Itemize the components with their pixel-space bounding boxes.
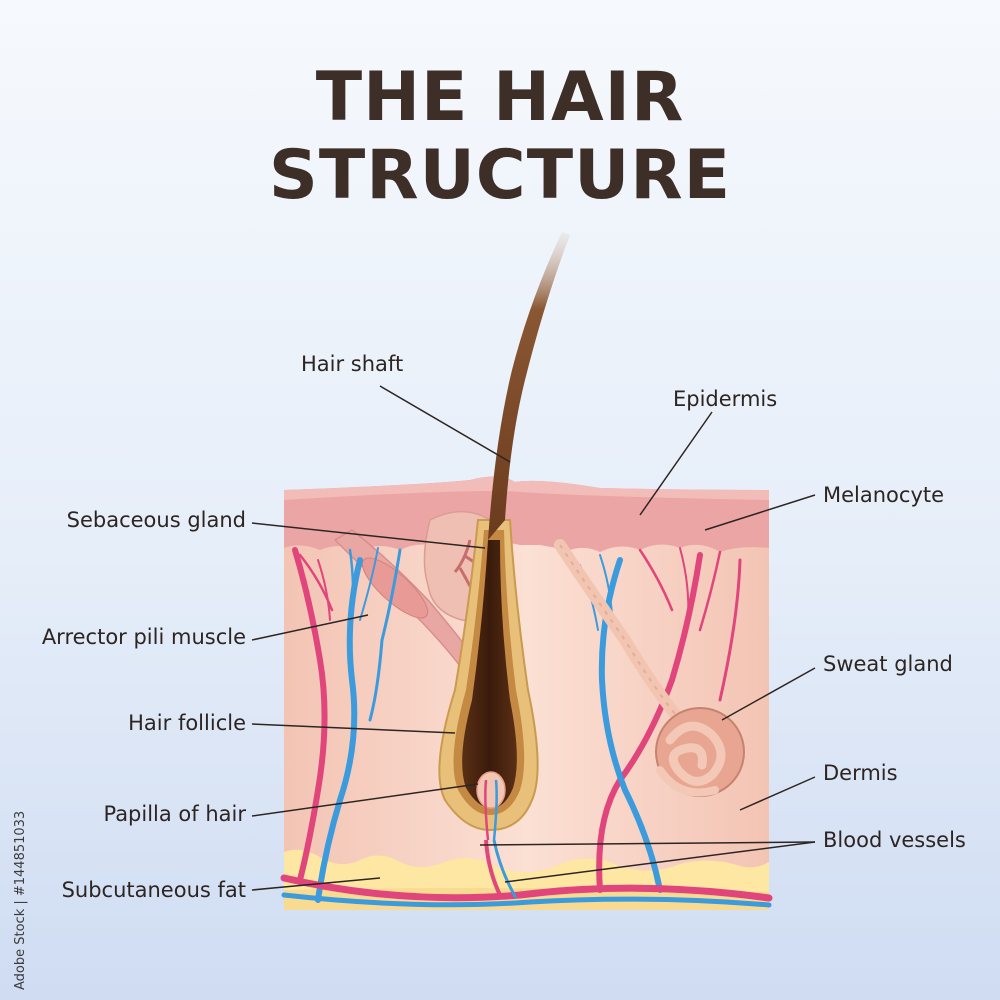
label-blood-vessels: Blood vessels	[823, 828, 966, 852]
label-subcutaneous-fat: Subcutaneous fat	[61, 878, 246, 902]
label-epidermis: Epidermis	[673, 387, 778, 411]
title-line-2: STRUCTURE	[268, 136, 732, 215]
blood-vessels-bottom	[280, 874, 773, 908]
pointer-blood-vessels-a	[479, 841, 816, 846]
hair-follicle	[438, 519, 539, 832]
arrector-pili-belly	[361, 557, 429, 619]
pointer-papilla	[251, 783, 479, 817]
pointer-melanocyte	[704, 494, 816, 531]
pointer-subcutaneous-fat	[251, 877, 381, 891]
pointer-hair-shaft	[379, 385, 511, 463]
pointer-arrector-pili	[251, 614, 369, 641]
label-sweat-gland: Sweat gland	[823, 652, 953, 676]
title-line-1: THE HAIR	[315, 58, 685, 137]
epidermis-top-layer	[284, 476, 769, 500]
label-melanocyte: Melanocyte	[823, 483, 945, 507]
pointer-blood-vessels-b	[504, 841, 816, 883]
label-hair-shaft: Hair shaft	[301, 352, 404, 376]
pointer-hair-follicle	[251, 723, 456, 734]
pointer-sweat-gland	[721, 667, 816, 721]
pointer-lines	[251, 385, 816, 891]
label-arrector-pili-muscle: Arrector pili muscle	[41, 625, 246, 649]
label-dermis: Dermis	[823, 761, 898, 785]
pointer-epidermis	[639, 411, 713, 516]
stock-watermark-id: Adobe Stock | #144851033	[13, 810, 28, 990]
sweat-gland	[554, 539, 745, 797]
hair-shaft	[488, 232, 570, 540]
label-papilla-of-hair: Papilla of hair	[103, 802, 246, 826]
pointer-dermis	[739, 776, 816, 811]
label-sebaceous-gland: Sebaceous gland	[66, 508, 246, 532]
pointer-sebaceous-gland	[251, 522, 486, 549]
label-hair-follicle: Hair follicle	[128, 711, 246, 735]
